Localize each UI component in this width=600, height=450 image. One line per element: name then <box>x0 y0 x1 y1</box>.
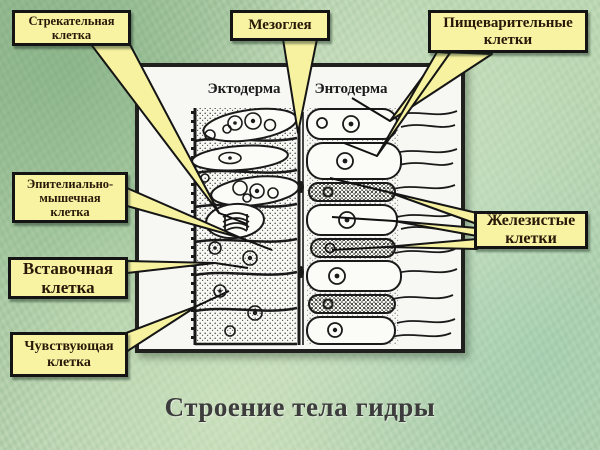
ectoderm-layer <box>191 107 300 346</box>
endoderm-layer <box>306 108 458 345</box>
label-mesoglea: Мезоглея <box>230 10 330 41</box>
label-sensory-cell: Чувствующая клетка <box>10 332 128 377</box>
label-glandular-cells: Железистые клетки <box>474 211 588 249</box>
slide-title: Строение тела гидры <box>164 392 436 422</box>
label-epithelial-muscular-cell: Эпителиально- мышечная клетка <box>12 172 128 223</box>
flagella-lines <box>390 110 458 338</box>
label-interstitial-cell: Вставочная клетка <box>8 257 128 299</box>
label-digestive-cells: Пищеварительные клетки <box>428 10 588 53</box>
hydra-illustration-panel: Эктодерма Энтодерма <box>135 63 465 353</box>
hydra-body-wall-drawing: Эктодерма Энтодерма <box>191 81 458 346</box>
label-stinging-cell: Стрекательная клетка <box>12 10 131 46</box>
ectoderm-caption: Эктодерма <box>207 81 281 97</box>
mesoglea-line <box>297 108 304 345</box>
endoderm-caption: Энтодерма <box>314 81 388 97</box>
